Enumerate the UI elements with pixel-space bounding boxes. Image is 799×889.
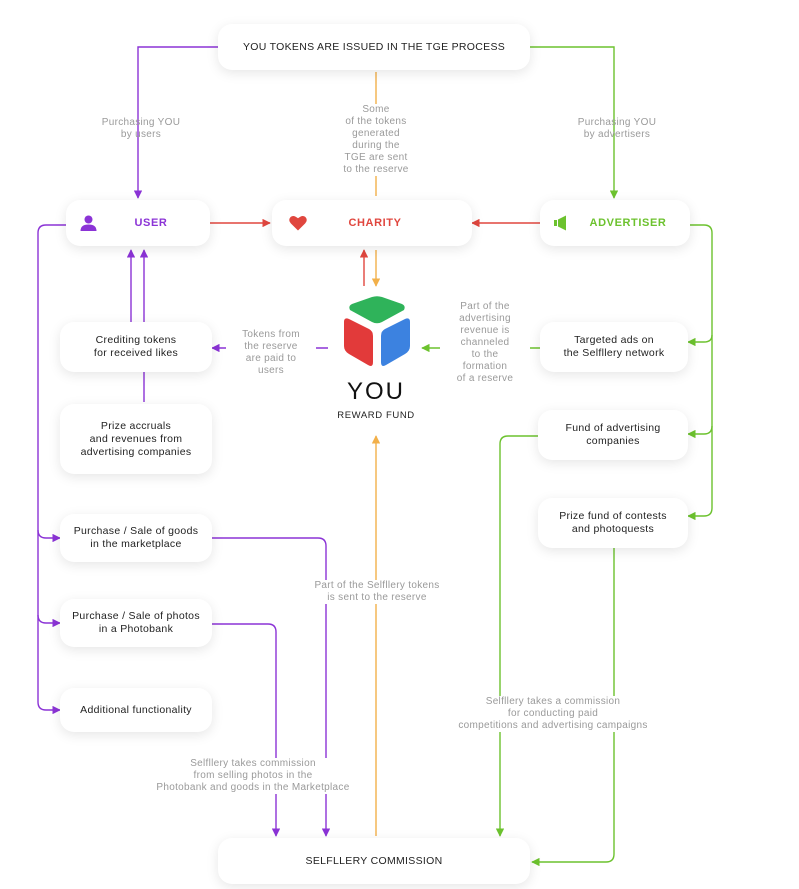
note-purchasing-advertisers: Purchasing YOU by advertisers <box>577 117 657 140</box>
edge-prizefund-commission <box>531 548 615 867</box>
prize-fund-label: Prize fund of contests and photoquests <box>559 510 667 535</box>
additional-label: Additional functionality <box>80 703 192 716</box>
heart-icon <box>289 215 307 231</box>
fund-adv-node: Fund of advertising companies <box>538 410 688 460</box>
photobank-label: Purchase / Sale of photos in a Photobank <box>72 610 200 635</box>
prize-accruals-label: Prize accruals and revenues from adverti… <box>80 419 192 458</box>
edge-tge-user <box>133 46 218 199</box>
photobank-node: Purchase / Sale of photos in a Photobank <box>60 599 212 647</box>
edge-user-photobank <box>37 614 61 628</box>
note-selfllery-tokens: Part of the Selfllery tokens is sent to … <box>292 580 462 604</box>
note-tokens-paid: Tokens from the reserve are paid to user… <box>226 329 316 377</box>
edge-user-marketplace <box>37 529 61 543</box>
fund-adv-label: Fund of advertising companies <box>565 422 661 447</box>
charity-node: CHARITY <box>272 200 472 246</box>
note-reserve-tokens: Some of the tokens generated during the … <box>326 104 426 176</box>
crediting-label: Crediting tokens for received likes <box>93 334 179 359</box>
targeted-ads-node: Targeted ads on the Selfllery network <box>540 322 688 372</box>
edge-marketplace-commission <box>212 537 331 837</box>
note-purchasing-users: Purchasing YOU by users <box>101 117 181 140</box>
prize-accruals-node: Prize accruals and revenues from adverti… <box>60 404 212 474</box>
edge-photobank-commission <box>212 623 281 837</box>
you-cube-logo-icon <box>344 296 410 366</box>
commission-label: SELFLLERY COMMISSION <box>305 854 443 867</box>
charity-label: CHARITY <box>348 216 402 229</box>
edge-advertiser-ads <box>687 334 713 347</box>
advertiser-label: ADVERTISER <box>589 216 667 229</box>
note-commission-photos: Selfllery takes commission from selling … <box>140 758 366 794</box>
marketplace-label: Purchase / Sale of goods in the marketpl… <box>73 525 199 550</box>
edge-tge-advertiser <box>530 46 619 199</box>
user-label: USER <box>134 216 168 229</box>
prize-fund-node: Prize fund of contests and photoquests <box>538 498 688 548</box>
edge-advertiser-branch <box>687 224 713 521</box>
tge-label: YOU TOKENS ARE ISSUED IN THE TGE PROCESS <box>242 40 506 53</box>
edge-user-branch <box>37 224 66 715</box>
edge-advertiser-fundadv <box>687 425 713 439</box>
tge-node: YOU TOKENS ARE ISSUED IN THE TGE PROCESS <box>218 24 530 70</box>
fund-title: YOU <box>346 378 405 405</box>
note-adv-revenue: Part of the advertising revenue is chann… <box>440 301 530 385</box>
edge-fundadv-commission <box>495 435 538 837</box>
user-node: USER <box>66 200 210 246</box>
crediting-node: Crediting tokens for received likes <box>60 322 212 372</box>
megaphone-icon <box>554 215 566 231</box>
additional-node: Additional functionality <box>60 688 212 732</box>
marketplace-node: Purchase / Sale of goods in the marketpl… <box>60 514 212 562</box>
targeted-ads-label: Targeted ads on the Selfllery network <box>563 334 665 359</box>
commission-node: SELFLLERY COMMISSION <box>218 838 530 884</box>
advertiser-node: ADVERTISER <box>540 200 690 246</box>
fund-subtitle: REWARD FUND <box>337 410 415 421</box>
note-commission-paid: Selfllery takes a commission for conduct… <box>440 696 666 732</box>
person-icon <box>80 215 97 231</box>
